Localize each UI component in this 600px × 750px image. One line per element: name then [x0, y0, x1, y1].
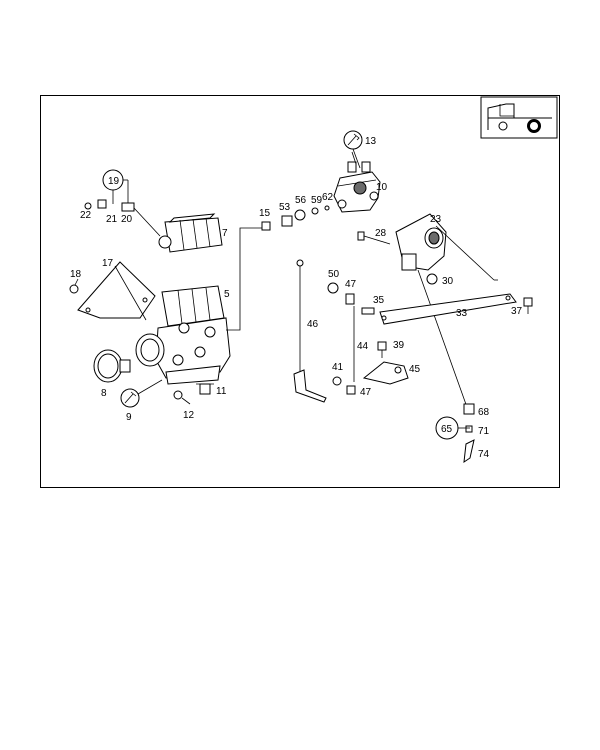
callout-74: 74	[478, 449, 490, 460]
callout-37: 37	[511, 306, 523, 317]
fitting-group-19	[84, 169, 135, 212]
wrench-icon	[343, 130, 363, 150]
callout-46: 46	[307, 319, 319, 330]
callout-23: 23	[430, 214, 442, 225]
wrench-icon-9	[120, 379, 163, 408]
rod-46	[293, 259, 327, 403]
load-valve-23	[395, 213, 495, 411]
callout-9: 9	[126, 412, 132, 423]
modulator-5	[135, 285, 231, 385]
callout-56: 56	[295, 195, 307, 206]
bolt-37	[523, 297, 533, 314]
callout-17: 12	[183, 410, 195, 421]
callout-28: 28	[375, 228, 387, 239]
nut-18	[69, 284, 79, 294]
callout-41: 41	[332, 362, 344, 373]
callout-18: 18	[70, 269, 82, 280]
callout-7: 7	[222, 228, 228, 239]
callout-20: 20	[121, 214, 133, 225]
callout-71: 71	[478, 426, 490, 437]
callout-30: 30	[442, 276, 454, 287]
plug-13	[196, 383, 214, 395]
caps-47	[327, 282, 356, 395]
fittings-row	[261, 205, 330, 231]
callout-62: 62	[322, 192, 334, 203]
callout-labels: 13 10 19 22 21 20 7 15 53 56 59 62 23 28…	[70, 136, 523, 460]
callout-50: 50	[328, 269, 340, 280]
callout-35: 35	[373, 295, 385, 306]
callout-47a: 47	[345, 279, 357, 290]
truck-rear-axle-icon	[480, 96, 558, 139]
callout-45: 45	[409, 364, 421, 375]
callout-19: 19	[108, 176, 120, 187]
linkage-33	[379, 293, 517, 325]
callout-10: 10	[376, 182, 388, 193]
callout-53: 53	[279, 202, 291, 213]
callout-11: 13	[365, 136, 377, 147]
callout-13: 11	[216, 386, 227, 397]
callout-22: 22	[80, 210, 92, 221]
callout-47b: 47	[360, 387, 372, 398]
callout-65: 65	[441, 424, 453, 435]
callout-8: 8	[101, 388, 107, 399]
callout-44: 44	[357, 341, 369, 352]
callout-33: 33	[456, 308, 468, 319]
bolt-39	[377, 341, 387, 358]
silencer-8	[93, 349, 131, 383]
callout-15: 17	[102, 258, 114, 269]
fitting-35	[361, 307, 375, 315]
callout-5: 5	[224, 289, 230, 300]
air-valve-10	[333, 148, 381, 213]
fitting-group-65	[435, 403, 475, 464]
nut-30	[426, 273, 438, 285]
callout-21: 21	[106, 214, 118, 225]
bracket-45	[362, 361, 409, 385]
valve-block-7	[133, 207, 223, 253]
callout-59: 59	[311, 195, 323, 206]
callout-12: 15	[259, 208, 271, 219]
callout-39: 39	[393, 340, 405, 351]
callout-68: 68	[478, 407, 490, 418]
screw-17	[173, 390, 191, 405]
bolt-28	[357, 231, 391, 245]
bracket-15	[77, 261, 156, 321]
